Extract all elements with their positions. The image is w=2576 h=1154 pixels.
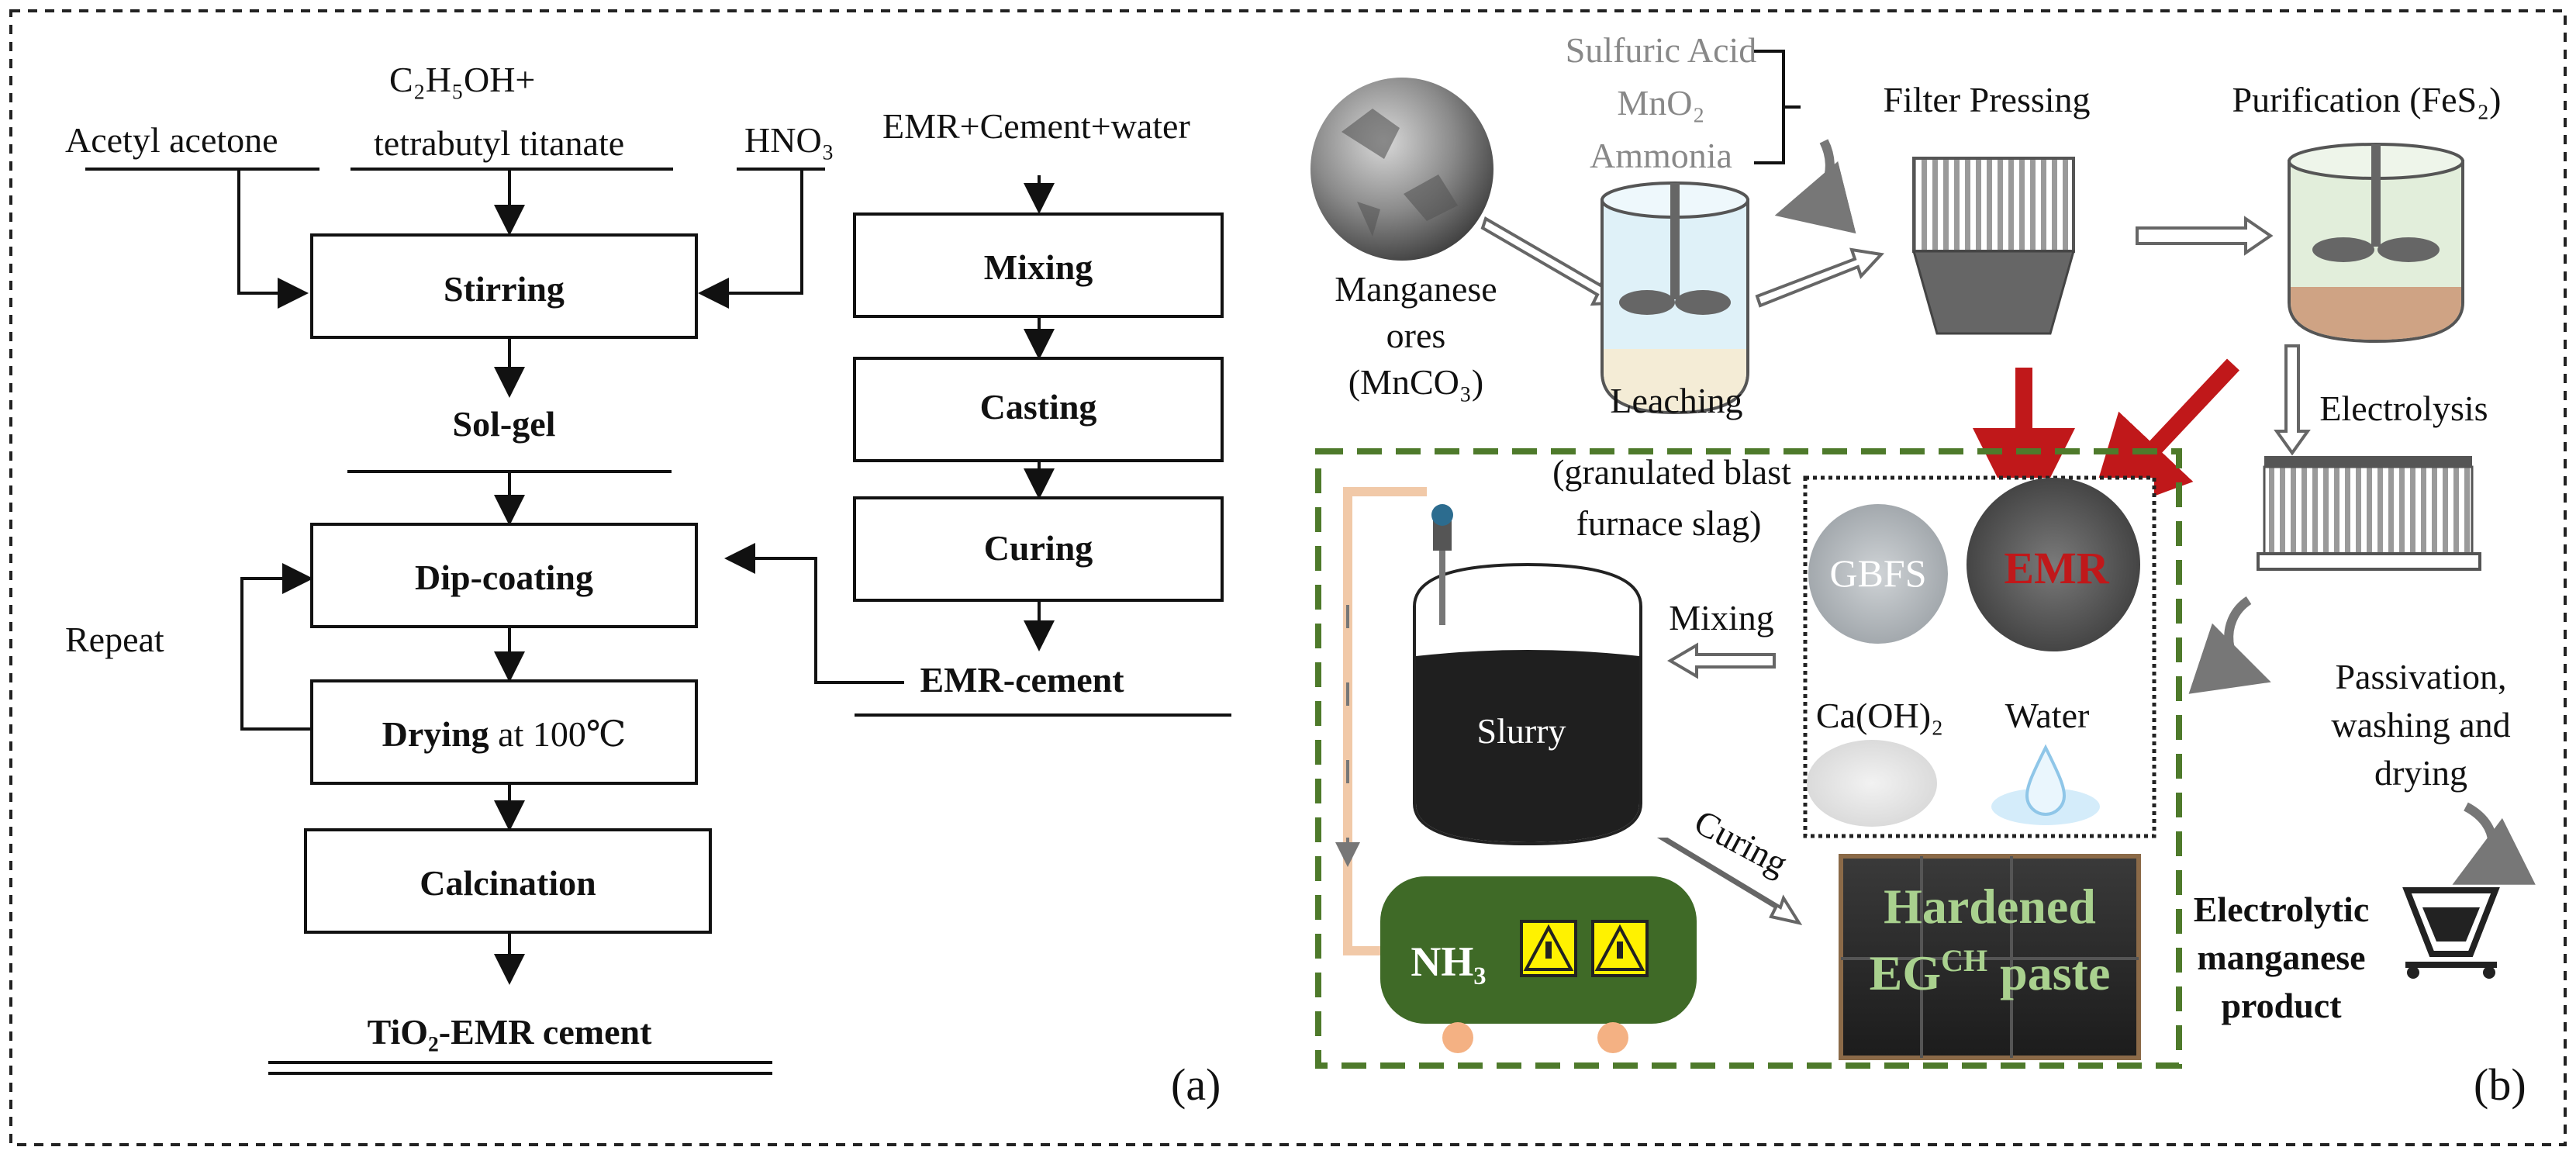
label-ethanol: C₂H₅OH+ <box>389 60 535 99</box>
gbfs-note-line-1: (granulated blast <box>1552 452 1791 492</box>
panel-a: Acetyl acetone C₂H₅OH+ tetrabutyl titana… <box>65 60 1231 1110</box>
step-drying: Drying at 100℃ <box>382 714 627 754</box>
label-electrolysis: Electrolysis <box>2319 389 2488 428</box>
label-purification: Purification (FeS₂) <box>2232 80 2502 119</box>
water-drop-icon <box>1991 744 2100 825</box>
label-caoh2: Ca(OH)₂ <box>1816 696 1943 735</box>
label-leaching: Leaching <box>1610 381 1742 420</box>
label-hno3: HNO₃ <box>744 120 834 160</box>
arrow-leaching-to-filter <box>1755 247 1885 308</box>
product-line-3: product <box>2221 986 2342 1025</box>
arrow-acetyl-to-stirring <box>237 169 309 309</box>
ores-line-2: ores <box>1386 316 1446 355</box>
filter-press <box>1912 157 2075 335</box>
arrow-slurry-to-paste <box>1656 838 1803 925</box>
label-eg-paste: EGCH paste <box>1870 943 2111 1000</box>
purification-tank <box>2288 143 2464 344</box>
label-mixing: Mixing <box>1669 598 1773 637</box>
box-drying <box>310 679 698 785</box>
reagent-ammonia: Ammonia <box>1590 136 1732 175</box>
label-acetyl-acetone: Acetyl acetone <box>65 120 278 160</box>
gbfs-note-line-2: furnace slag) <box>1576 503 1762 543</box>
emr-green-box <box>1315 448 2182 1069</box>
arrow-filter-to-purification <box>2136 216 2274 256</box>
label-curing: Curing <box>1688 802 1794 883</box>
reagent-sulfuric-acid: Sulfuric Acid <box>1566 30 1757 70</box>
box-dip-coating <box>310 523 698 628</box>
label-tetrabutyl-titanate: tetrabutyl titanate <box>374 123 624 163</box>
passivation-line-1: Passivation, <box>2335 657 2506 696</box>
panel-label-a: (a) <box>1171 1059 1221 1110</box>
hazard-icon <box>1520 920 1577 977</box>
label-emr-cement-water: EMR+Cement+water <box>882 106 1190 146</box>
label-nh3: NH₃ <box>1411 938 1486 985</box>
step-mixing: Mixing <box>984 247 1093 287</box>
passivation-line-3: drying <box>2374 753 2467 793</box>
product-line-1: Electrolytic <box>2194 890 2370 929</box>
step-sol-gel: Sol-gel <box>453 404 556 444</box>
arrow-materials-to-slurry <box>1667 642 1776 679</box>
outer-frame <box>9 9 2567 1146</box>
label-repeat: Repeat <box>65 620 164 659</box>
box-mixing <box>853 212 1224 318</box>
panel-b: Manganese ores (MnCO₃) Sulfuric Acid MnO… <box>1310 30 2536 1110</box>
product-line-2: manganese <box>2197 938 2365 977</box>
arrow-emr-cement-to-dip-coating <box>724 543 904 684</box>
label-gbfs: GBFS <box>1829 551 1926 595</box>
slurry-tank <box>1413 504 1642 846</box>
red-arrow-purification-to-emr <box>2085 358 2240 522</box>
label-filter-pressing: Filter Pressing <box>1883 80 2090 119</box>
step-curing: Curing <box>984 528 1093 568</box>
step-tio2-emr-cement: TiO₂-EMR cement <box>368 1012 652 1052</box>
panel-label-b: (b) <box>2474 1059 2526 1110</box>
ammonia-pipe <box>1343 487 1427 955</box>
step-calcination: Calcination <box>420 863 596 903</box>
label-water: Water <box>2005 696 2090 735</box>
manganese-ore-image <box>1310 78 1493 261</box>
emr-image <box>1967 478 2140 651</box>
step-casting: Casting <box>980 387 1097 427</box>
passivation-line-2: washing and <box>2331 705 2510 745</box>
label-emr: EMR <box>2004 543 2109 593</box>
label-hardened: Hardened <box>1884 879 2096 934</box>
ores-line-3: (MnCO₃) <box>1348 362 1483 402</box>
bin-icon <box>2402 887 2500 979</box>
arrow-repeat-loop <box>240 563 313 731</box>
step-dip-coating: Dip-coating <box>415 558 593 597</box>
step-emr-cement: EMR-cement <box>920 660 1124 700</box>
ores-line-1: Manganese <box>1335 269 1497 309</box>
step-stirring: Stirring <box>444 269 565 309</box>
hazard-icon-2 <box>1591 920 1649 977</box>
reagent-mno2: MnO₂ <box>1617 83 1704 123</box>
gbfs-image <box>1808 504 1948 644</box>
arrow-to-electrolysis <box>2274 344 2311 456</box>
label-slurry: Slurry <box>1477 711 1566 751</box>
leaching-tank <box>1601 181 1749 415</box>
caoh2-image <box>1807 740 1937 827</box>
arrow-hno3-to-stirring <box>698 169 803 309</box>
box-stirring <box>310 233 698 339</box>
electrolysis-cell <box>2257 456 2481 571</box>
